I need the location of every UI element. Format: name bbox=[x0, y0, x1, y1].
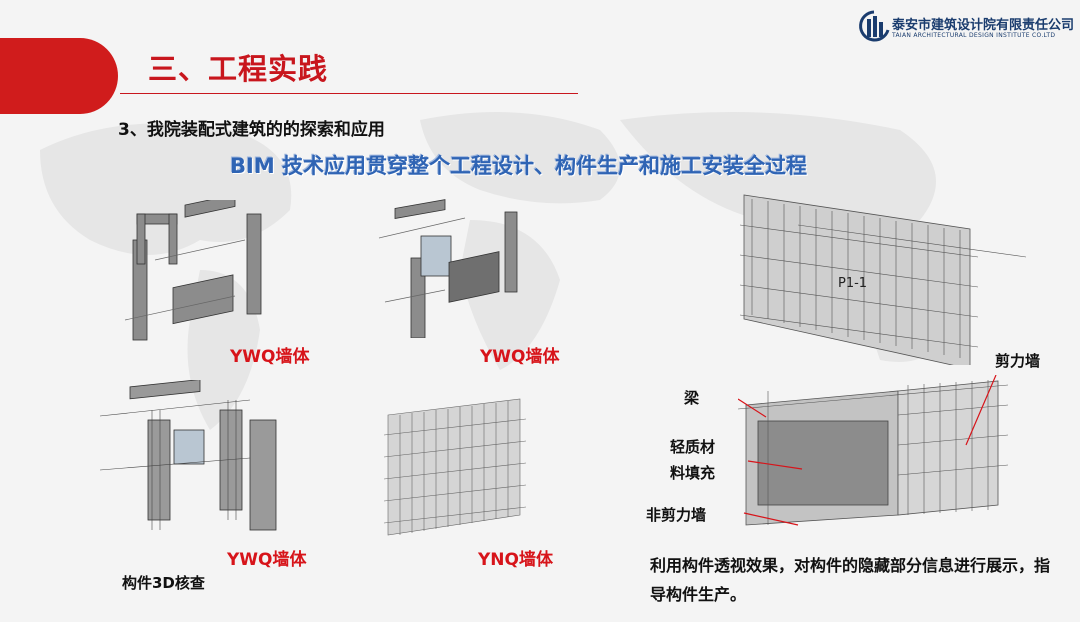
description-text: 利用构件透视效果，对构件的隐藏部分信息进行展示，指导构件生产。 bbox=[650, 556, 1051, 604]
bim-heading: BIM 技术应用贯穿整个工程设计、构件生产和施工安装全过程 bbox=[230, 154, 808, 178]
ywq-wall-model-2 bbox=[378, 199, 518, 338]
beam-label: 梁 bbox=[684, 389, 700, 407]
light-fill-label-line1: 轻质材 bbox=[670, 438, 716, 456]
section-title: 三、工程实践 bbox=[148, 52, 329, 86]
logo-company-name: 泰安市建筑设计院有限责任公司 bbox=[892, 18, 1075, 33]
ywq-wall-model-1 bbox=[124, 200, 262, 341]
shear-wall-label: 剪力墙 bbox=[995, 352, 1041, 370]
wall-section-model bbox=[738, 375, 1009, 526]
3d-check-label: 构件3D核查 bbox=[122, 574, 205, 592]
title-underline bbox=[120, 93, 578, 94]
logo-company-name-en: TAIAN ARCHITECTURAL DESIGN INSTITUTE CO.… bbox=[892, 32, 1056, 39]
header-red-tab bbox=[0, 38, 118, 114]
non-shear-wall-label: 非剪力墙 bbox=[646, 506, 707, 524]
logo-emblem-icon bbox=[859, 10, 890, 42]
panel-tag: P1-1 bbox=[838, 276, 867, 291]
panel-p1-1-model: P1-1 bbox=[739, 194, 1027, 365]
light-fill-label-line2: 料填充 bbox=[670, 464, 716, 482]
fig3-caption: YWQ墙体 bbox=[227, 550, 307, 570]
fig2-caption: YWQ墙体 bbox=[480, 347, 560, 367]
subtitle: 3、我院装配式建筑的的探索和应用 bbox=[118, 120, 385, 140]
fig4-caption: YNQ墙体 bbox=[478, 550, 553, 570]
fig1-caption: YWQ墙体 bbox=[230, 347, 310, 367]
company-logo: 泰安市建筑设计院有限责任公司 TAIAN ARCHITECTURAL DESIG… bbox=[858, 10, 1078, 50]
ywq-wall-model-3 bbox=[100, 380, 277, 531]
ynq-wall-model bbox=[383, 398, 527, 536]
